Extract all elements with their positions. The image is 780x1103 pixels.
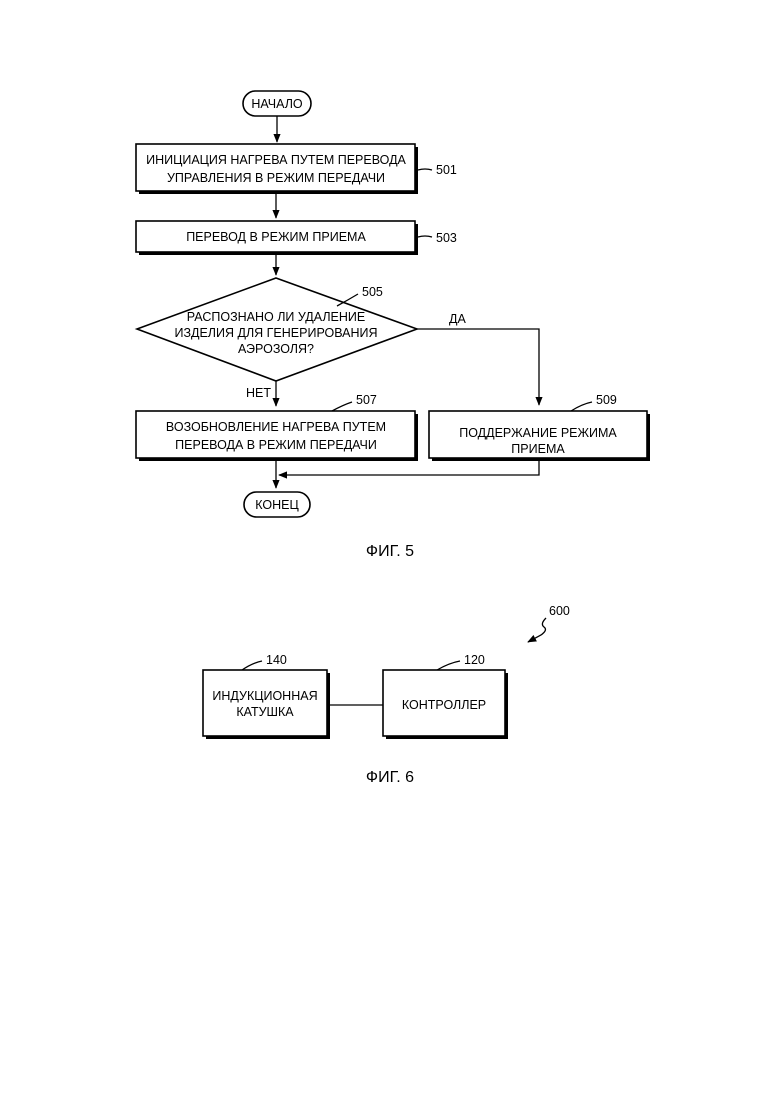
no-label: НЕТ xyxy=(246,386,271,400)
ref-503: 503 xyxy=(436,231,457,245)
step-503-line1: ПЕРЕВОД В РЕЖИМ ПРИЕМА xyxy=(186,230,366,244)
start-terminal: НАЧАЛО xyxy=(243,91,311,116)
ref-509: 509 xyxy=(596,393,617,407)
leader-507 xyxy=(332,402,352,411)
figure-5-caption: ФИГ. 5 xyxy=(366,543,414,560)
figure-6-block-diagram: 600 ИНДУКЦИОННАЯ КАТУШКА 140 КОНТРОЛЛЕР … xyxy=(203,604,570,786)
leader-120 xyxy=(437,661,460,670)
ref-140: 140 xyxy=(266,653,287,667)
arrow-509-merge xyxy=(279,461,539,475)
arrow-yes-509 xyxy=(417,329,539,405)
leader-140 xyxy=(242,661,262,670)
step-509-line2: ПРИЕМА xyxy=(511,442,565,456)
leader-600 xyxy=(528,618,546,642)
coil-line1: ИНДУКЦИОННАЯ xyxy=(212,689,317,703)
yes-label: ДА xyxy=(449,312,466,326)
controller-line1: КОНТРОЛЛЕР xyxy=(402,698,486,712)
step-509-box: ПОДДЕРЖАНИЕ РЕЖИМА ПРИЕМА xyxy=(429,411,650,461)
decision-505-line2: ИЗДЕЛИЯ ДЛЯ ГЕНЕРИРОВАНИЯ xyxy=(174,326,377,340)
leader-509 xyxy=(571,402,592,411)
end-label: КОНЕЦ xyxy=(255,498,299,512)
figure-5-flowchart: НАЧАЛО ИНИЦИАЦИЯ НАГРЕВА ПУТЕМ ПЕРЕВОДА … xyxy=(136,91,650,560)
controller-box: КОНТРОЛЛЕР xyxy=(383,670,508,739)
step-501-line1: ИНИЦИАЦИЯ НАГРЕВА ПУТЕМ ПЕРЕВОДА xyxy=(146,153,406,167)
ref-600: 600 xyxy=(549,604,570,618)
end-terminal: КОНЕЦ xyxy=(244,492,310,517)
start-label: НАЧАЛО xyxy=(251,97,303,111)
leader-501 xyxy=(418,169,432,170)
step-503-box: ПЕРЕВОД В РЕЖИМ ПРИЕМА xyxy=(136,221,418,255)
figure-6-caption: ФИГ. 6 xyxy=(366,769,414,786)
coil-line2: КАТУШКА xyxy=(236,705,294,719)
decision-505-line3: АЭРОЗОЛЯ? xyxy=(238,342,314,356)
ref-507: 507 xyxy=(356,393,377,407)
induction-coil-box: ИНДУКЦИОННАЯ КАТУШКА xyxy=(203,670,330,739)
decision-505-line1: РАСПОЗНАНО ЛИ УДАЛЕНИЕ xyxy=(187,310,365,324)
ref-501: 501 xyxy=(436,163,457,177)
step-507-line1: ВОЗОБНОВЛЕНИЕ НАГРЕВА ПУТЕМ xyxy=(166,420,386,434)
leader-503 xyxy=(418,236,432,237)
step-501-line2: УПРАВЛЕНИЯ В РЕЖИМ ПЕРЕДАЧИ xyxy=(167,171,385,185)
step-509-line1: ПОДДЕРЖАНИЕ РЕЖИМА xyxy=(459,426,617,440)
step-507-box: ВОЗОБНОВЛЕНИЕ НАГРЕВА ПУТЕМ ПЕРЕВОДА В Р… xyxy=(136,411,418,461)
ref-120: 120 xyxy=(464,653,485,667)
ref-505: 505 xyxy=(362,285,383,299)
step-501-box: ИНИЦИАЦИЯ НАГРЕВА ПУТЕМ ПЕРЕВОДА УПРАВЛЕ… xyxy=(136,144,418,194)
step-507-line2: ПЕРЕВОДА В РЕЖИМ ПЕРЕДАЧИ xyxy=(175,438,377,452)
